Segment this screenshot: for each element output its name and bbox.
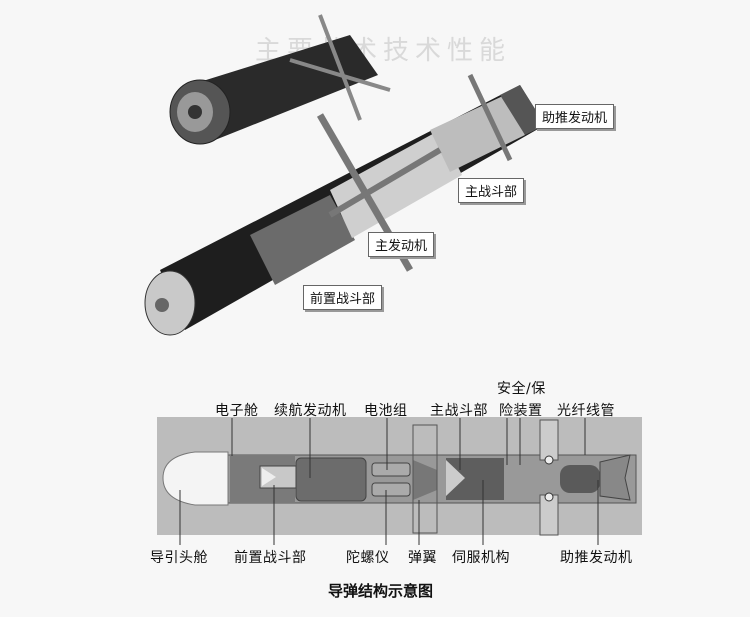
label-safe-arm-line1: 安全/保 xyxy=(497,381,546,397)
label-servo-mechanism: 伺服机构 xyxy=(452,550,510,566)
label-electronics-bay: 电子舱 xyxy=(215,403,259,419)
label-precursor-warhead: 前置战斗部 xyxy=(234,550,307,566)
label-seeker-section: 导引头舱 xyxy=(150,550,208,566)
label-battery-pack: 电池组 xyxy=(364,403,408,419)
label-gyroscope: 陀螺仪 xyxy=(346,550,390,566)
missile-rear-view xyxy=(169,14,391,145)
label-wings: 弹翼 xyxy=(408,550,437,566)
label-sustainer-motor: 续航发动机 xyxy=(274,403,347,419)
label-fiber-optic-tube: 光纤线管 xyxy=(557,403,615,419)
callout-main-motor: 主发动机 xyxy=(368,232,435,257)
callout-precursor-warhead: 前置战斗部 xyxy=(303,285,383,310)
diagram-caption: 导弹结构示意图 xyxy=(328,582,434,600)
label-safe-arm-line2: 险装置 xyxy=(499,403,543,419)
label-booster-motor: 助推发动机 xyxy=(560,550,633,566)
callout-main-warhead: 主战斗部 xyxy=(458,178,525,203)
callout-booster-motor: 助推发动机 xyxy=(535,104,615,129)
label-main-warhead: 主战斗部 xyxy=(430,403,488,419)
